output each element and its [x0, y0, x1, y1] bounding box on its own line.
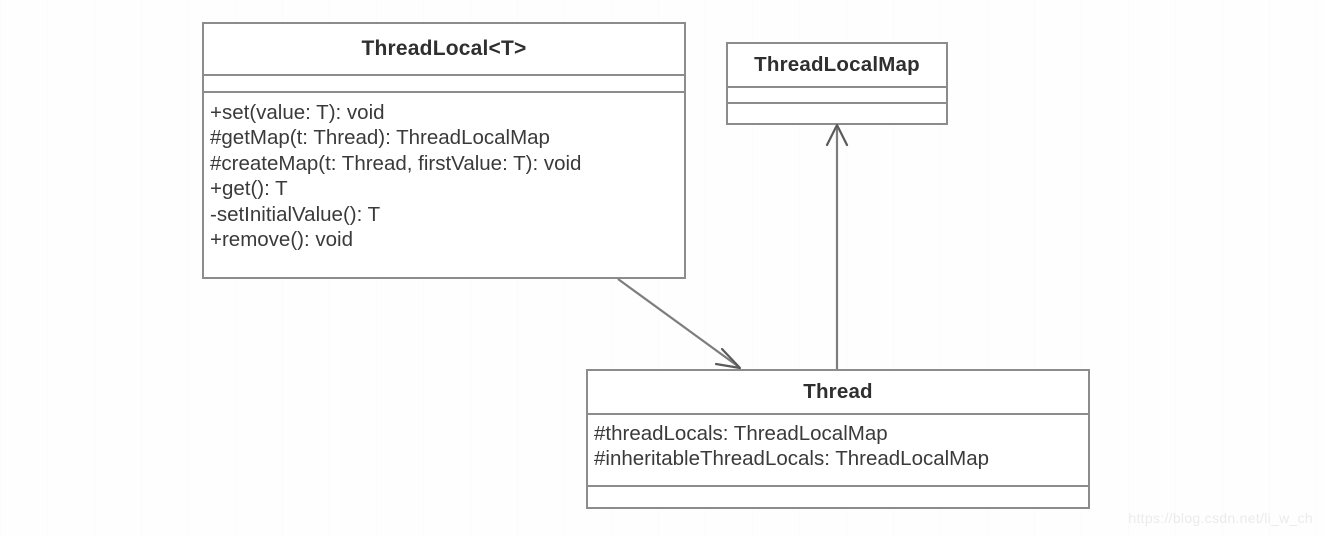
attribute-row: #inheritableThreadLocals: ThreadLocalMap [594, 447, 990, 470]
arrowhead-open [825, 123, 849, 147]
class-box-threadlocalmap[interactable]: ThreadLocalMap [726, 42, 948, 125]
watermark-text: https://blog.csdn.net/li_w_ch [1128, 510, 1313, 526]
class-title-threadlocal: ThreadLocal<T> [361, 37, 527, 60]
class-operations-threadlocalmap [728, 102, 946, 123]
operation-row: +get(): T [210, 177, 288, 200]
class-box-threadlocal[interactable]: ThreadLocal<T> +set(value: T): void #get… [202, 22, 686, 279]
class-title-threadlocalmap: ThreadLocalMap [754, 53, 920, 76]
operation-row: +remove(): void [210, 228, 353, 251]
class-operations-threadlocal: +set(value: T): void #getMap(t: Thread):… [204, 91, 684, 277]
connector-threadlocal-to-thread [617, 278, 742, 370]
operation-row: -setInitialValue(): T [210, 202, 381, 226]
connector-thread-to-threadlocalmap [825, 123, 849, 369]
class-attributes-thread: #threadLocals: ThreadLocalMap #inheritab… [588, 413, 1088, 485]
operation-row: +set(value: T): void [210, 100, 385, 124]
class-title-thread: Thread [803, 380, 873, 403]
operation-row: #createMap(t: Thread, firstValue: T): vo… [210, 151, 582, 175]
class-operations-thread [588, 485, 1088, 507]
arrowhead-open [714, 347, 742, 370]
class-attributes-threadlocal [204, 74, 684, 91]
class-attributes-threadlocalmap [728, 86, 946, 102]
operation-row: #getMap(t: Thread): ThreadLocalMap [210, 126, 550, 149]
attribute-row: #threadLocals: ThreadLocalMap [594, 421, 888, 445]
class-box-thread[interactable]: Thread #threadLocals: ThreadLocalMap #in… [586, 369, 1090, 509]
